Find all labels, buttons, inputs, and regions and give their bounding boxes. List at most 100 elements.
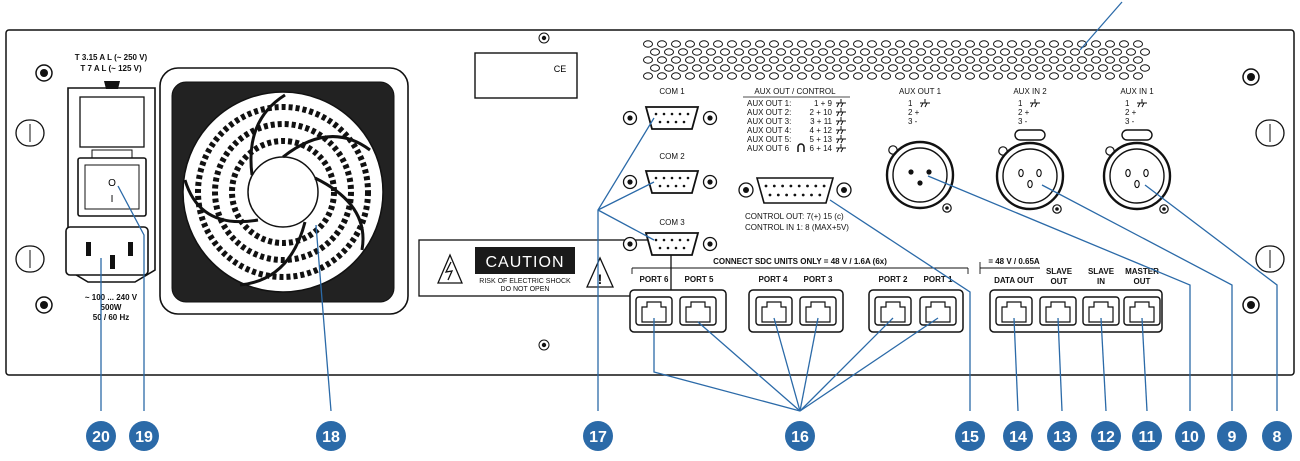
aux-row-5-pins: 5 + 13 <box>810 135 833 144</box>
callout-15: 15 <box>955 421 985 451</box>
control-out-label: CONTROL OUT: 7(+) 15 (c) <box>745 212 844 221</box>
callout-14: 14 <box>1003 421 1033 451</box>
iec-power-socket[interactable] <box>65 226 149 276</box>
aux-row-1-name: AUX OUT 1: <box>747 99 791 108</box>
aux-row-2-name: AUX OUT 2: <box>747 108 791 117</box>
sdc-note: CONNECT SDC UNITS ONLY = 48 V / 1.6A (6x… <box>713 257 887 266</box>
control-db15-connector[interactable] <box>738 177 852 204</box>
rj45-port-4[interactable] <box>799 296 837 326</box>
slave-out-label-2: OUT <box>1051 277 1068 286</box>
port2-label: PORT 2 <box>879 275 908 284</box>
callout-number: 8 <box>1273 429 1282 446</box>
xlr-connector-2[interactable] <box>995 129 1065 214</box>
power-wattage-label: 500W <box>101 303 122 312</box>
xlr3-pin2: 2 + <box>1125 108 1137 117</box>
caution-title: CAUTION <box>486 254 565 271</box>
callout-number: 10 <box>1181 429 1199 446</box>
callout-number: 9 <box>1228 429 1237 446</box>
ce-mark: CE <box>554 64 567 74</box>
rj45-port-7[interactable] <box>995 296 1033 326</box>
aux-row-5-name: AUX OUT 5: <box>747 135 791 144</box>
com-ports <box>622 106 718 256</box>
com2-port[interactable] <box>622 170 718 194</box>
callout-number: 12 <box>1097 429 1115 446</box>
aux-row-3-pins: 3 + 11 <box>810 117 832 126</box>
xlr-aux-out-1-title: AUX OUT 1 <box>899 87 942 96</box>
callout-number: 18 <box>322 429 340 446</box>
xlr-aux-in-1-title: AUX IN 1 <box>1120 87 1154 96</box>
callout-badges: 20 19 18 17 16 15 14 13 12 11 10 9 8 <box>86 421 1292 451</box>
data-power-note: = 48 V / 0.65A <box>988 257 1040 266</box>
xlr2-pin1: 1 <box>1018 99 1023 108</box>
slave-in-label-1: SLAVE <box>1088 267 1115 276</box>
callout-number: 19 <box>135 429 153 446</box>
rj45-port-10[interactable] <box>1123 296 1161 326</box>
callout-10: 10 <box>1175 421 1205 451</box>
callout-number: 11 <box>1139 429 1156 446</box>
callout-number: 15 <box>961 429 979 446</box>
callout-19: 19 <box>129 421 159 451</box>
master-out-label-2: OUT <box>1134 277 1151 286</box>
aux-row-4-pins: 4 + 12 <box>810 126 833 135</box>
rj45-port-1[interactable] <box>635 296 673 326</box>
callout-13: 13 <box>1047 421 1077 451</box>
xlr-connectors <box>885 129 1172 214</box>
xlr3-pin3: 3 - <box>1125 117 1135 126</box>
port1-label: PORT 1 <box>924 275 953 284</box>
rj45-port-3[interactable] <box>755 296 793 326</box>
master-out-label-1: MASTER <box>1125 267 1159 276</box>
callout-16: 16 <box>785 421 815 451</box>
slave-out-label-1: SLAVE <box>1046 267 1073 276</box>
callout-8: 8 <box>1262 421 1292 451</box>
rj45-port-9[interactable] <box>1082 296 1120 326</box>
com2-label: COM 2 <box>659 152 685 161</box>
rack-screw-bl <box>35 296 53 314</box>
switch-off-symbol: O <box>108 178 116 189</box>
rj45-port-5[interactable] <box>874 296 912 326</box>
control-in-label: CONTROL IN 1: 8 (MAX+5V) <box>745 223 849 232</box>
xlr-aux-in-2-title: AUX IN 2 <box>1013 87 1047 96</box>
callout-11: 11 <box>1132 421 1162 451</box>
xlr-connector-1[interactable] <box>885 140 955 213</box>
chassis-screw-bottom <box>538 339 550 351</box>
rj45-port-8[interactable] <box>1039 296 1077 326</box>
com1-port[interactable] <box>622 106 718 130</box>
fuse-rating-1: T 3.15 A L (~ 250 V) <box>75 53 148 62</box>
slave-in-label-2: IN <box>1097 277 1105 286</box>
ground-symbols <box>836 99 1147 153</box>
fuse-rating-2: T 7 A L (~ 125 V) <box>80 64 142 73</box>
port3-label: PORT 3 <box>804 275 833 284</box>
aux-row-6-name: AUX OUT 6 <box>747 144 790 153</box>
callout-18: 18 <box>316 421 346 451</box>
xlr1-pin2: 2 + <box>908 108 920 117</box>
rj45-port-2[interactable] <box>679 296 717 326</box>
data-out-label: DATA OUT <box>994 276 1034 285</box>
xlr2-pin2: 2 + <box>1018 108 1030 117</box>
svg-text:!: ! <box>598 271 603 287</box>
com3-port[interactable] <box>622 232 718 256</box>
aux-row-3-name: AUX OUT 3: <box>747 117 791 126</box>
aux-row-1-pins: 1 + 9 <box>814 99 833 108</box>
caution-line-2: DO NOT OPEN <box>501 286 550 293</box>
xlr2-pin3: 3 - <box>1018 117 1028 126</box>
power-frequency-label: 50 / 60 Hz <box>93 313 129 322</box>
aux-control-title: AUX OUT / CONTROL <box>754 87 836 96</box>
rack-ear-slot-right-top <box>1255 119 1285 147</box>
rack-screw-br <box>1242 296 1260 314</box>
rack-ear-slot-left-top <box>15 119 45 147</box>
aux-row-2-pins: 2 + 10 <box>810 108 833 117</box>
port4-label: PORT 4 <box>759 275 788 284</box>
rack-ear-slot-right-bottom <box>1255 245 1285 273</box>
callout-number: 17 <box>589 429 607 446</box>
com1-label: COM 1 <box>659 87 685 96</box>
callout-number: 20 <box>92 429 110 446</box>
callout-number: 13 <box>1053 429 1071 446</box>
rj45-port-6[interactable] <box>919 296 957 326</box>
port5-label: PORT 5 <box>685 275 714 284</box>
cooling-fan <box>159 67 409 315</box>
ce-label-plate <box>474 52 578 99</box>
xlr3-pin1: 1 <box>1125 99 1130 108</box>
rj45-ports <box>635 296 1161 326</box>
power-switch[interactable]: O I <box>77 157 147 217</box>
